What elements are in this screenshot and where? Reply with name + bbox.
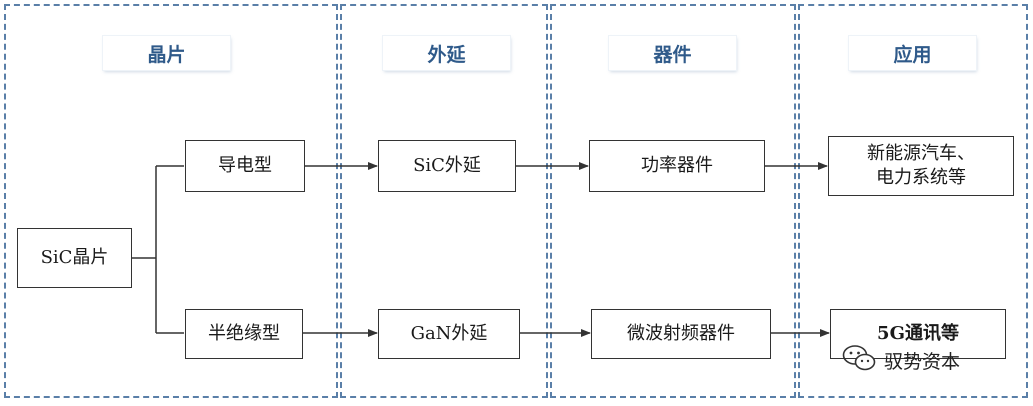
node-gan-epitaxy: GaN外延 bbox=[378, 309, 520, 359]
stage-label-epitaxy: 外延 bbox=[383, 36, 510, 70]
node-app-5g: 5G通讯等 bbox=[830, 309, 1006, 359]
watermark: 驭势资本 bbox=[842, 342, 960, 378]
panel-epitaxy bbox=[340, 4, 548, 398]
node-power-device: 功率器件 bbox=[589, 140, 765, 192]
stage-label-wafer: 晶片 bbox=[103, 36, 230, 70]
node-app-ev-power: 新能源汽车、 电力系统等 bbox=[828, 136, 1014, 196]
stage-label-application: 应用 bbox=[849, 36, 976, 70]
node-rf-device: 微波射频器件 bbox=[591, 309, 771, 359]
panel-wafer bbox=[4, 4, 338, 398]
node-sic-epitaxy: SiC外延 bbox=[378, 140, 516, 192]
node-semi-insulating: 半绝缘型 bbox=[185, 309, 303, 359]
node-conductive: 导电型 bbox=[185, 140, 305, 192]
panel-application bbox=[798, 4, 1028, 398]
watermark-text: 驭势资本 bbox=[884, 350, 961, 373]
node-sic-wafer: SiC晶片 bbox=[17, 228, 132, 288]
branch-connector bbox=[132, 165, 184, 334]
panel-device bbox=[550, 4, 796, 398]
node-app-ev-line2: 电力系统等 bbox=[876, 167, 966, 188]
stage-label-device: 器件 bbox=[609, 36, 736, 70]
wechat-icon bbox=[842, 344, 876, 377]
node-app-ev-line1: 新能源汽车、 bbox=[867, 143, 975, 164]
